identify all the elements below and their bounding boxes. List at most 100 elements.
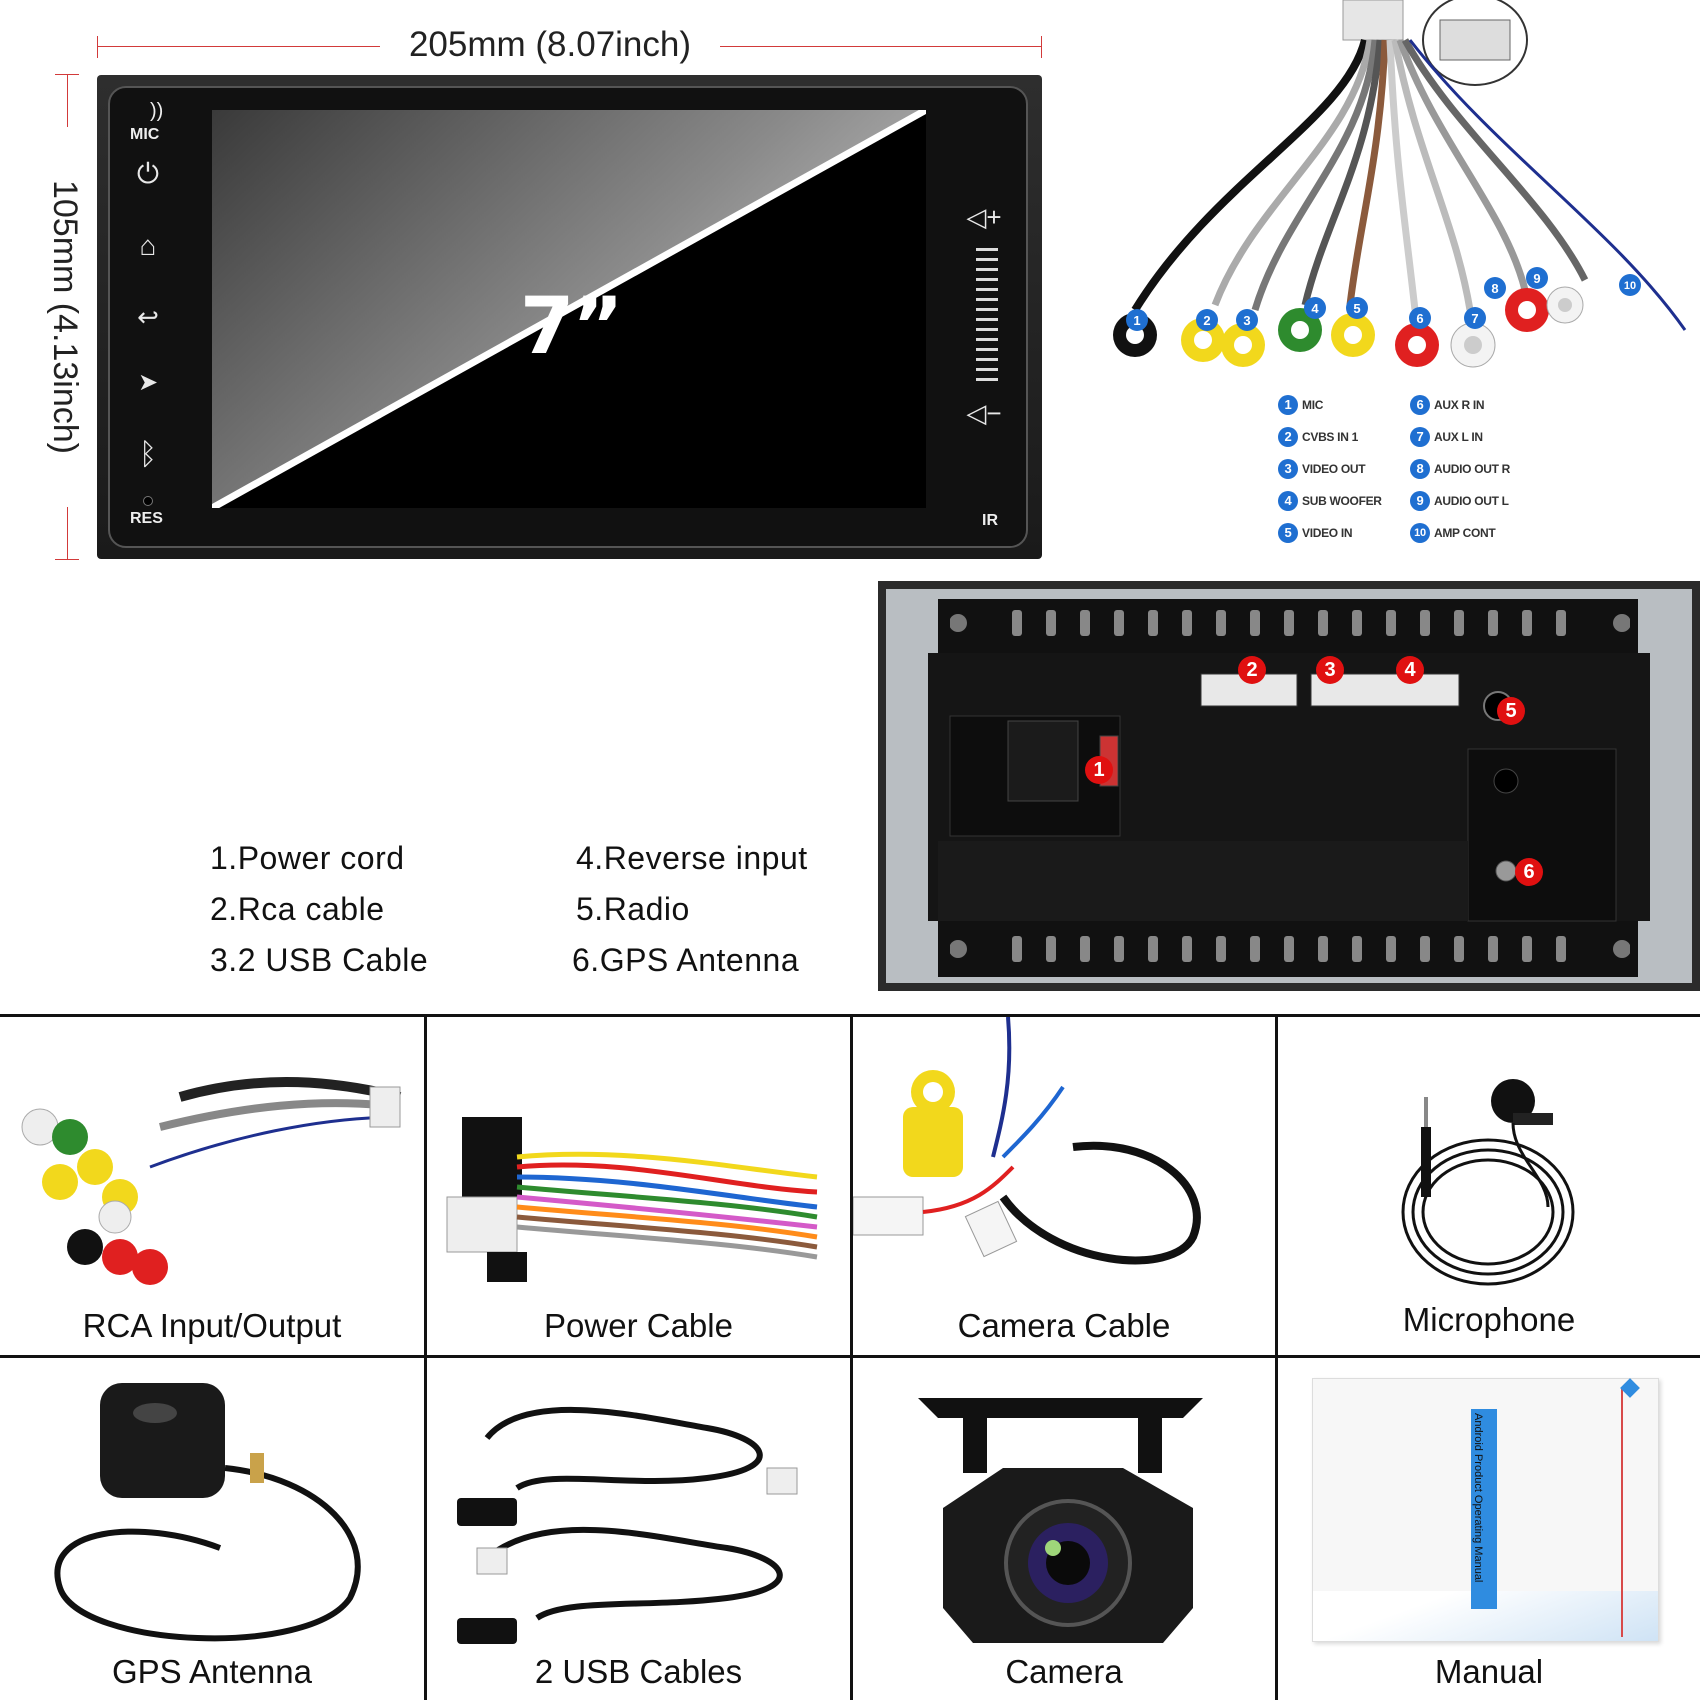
legend-item: 7 AUX L IN — [1410, 426, 1510, 448]
volume-bar — [976, 328, 998, 331]
ir-label: IR — [982, 512, 998, 529]
legend-number: 2 — [1278, 427, 1298, 447]
rca-harness-diagram: 1 2 3 4 5 6 7 8 9 10 — [1095, 0, 1700, 560]
legend-number: 5 — [1278, 523, 1298, 543]
volume-bar — [976, 268, 998, 271]
reverse-camera-image — [918, 1398, 1203, 1643]
accessory-manual: Android Product Operating Manual Manual — [1278, 1358, 1700, 1700]
volume-bar — [976, 298, 998, 301]
accessory-camera-cable: Camera Cable — [853, 1017, 1275, 1355]
port-item-rca-cable: 2.Rca cable — [210, 891, 385, 927]
svg-text:4: 4 — [1311, 301, 1319, 316]
res-label: RES — [130, 510, 163, 527]
legend-item: 2 CVBS IN 1 — [1278, 426, 1382, 448]
manual-title: Android Product Operating Manual — [1472, 1413, 1484, 1583]
svg-text:7: 7 — [1471, 311, 1478, 326]
port-badge-rca: 2 — [1238, 656, 1266, 684]
microphone-image — [1401, 1079, 1575, 1286]
port-badge-radio: 5 — [1497, 697, 1525, 725]
harness-legend-left: 1 MIC 2 CVBS IN 1 3 VIDEO OUT 4 SUB WOOF… — [1278, 394, 1382, 544]
camera-cable-image — [853, 1017, 1201, 1265]
accessory-label: Camera — [1005, 1653, 1123, 1690]
bottom-vent-slots — [949, 934, 1631, 964]
back-icon[interactable]: ↩ — [137, 302, 159, 332]
gps-antenna-image — [54, 1383, 361, 1642]
legend-item: 3 VIDEO OUT — [1278, 458, 1382, 480]
legend-item: 1 MIC — [1278, 394, 1382, 416]
volume-up-icon[interactable]: ◁+ — [966, 202, 1002, 232]
accessory-rca-input-output: RCA Input/Output — [0, 1017, 424, 1355]
legend-number: 4 — [1278, 491, 1298, 511]
volume-bar — [976, 378, 998, 381]
svg-text:9: 9 — [1533, 271, 1540, 286]
port-item-radio: 5.Radio — [576, 891, 690, 927]
grid-line — [1275, 1014, 1278, 1700]
legend-label: AUDIO OUT R — [1434, 462, 1511, 476]
legend-label: AUX L IN — [1434, 430, 1483, 444]
port-item-gps-antenna: 6.GPS Antenna — [572, 942, 800, 978]
volume-bar — [976, 258, 998, 261]
reset-hole[interactable] — [143, 496, 153, 506]
mic-label: MIC — [130, 126, 160, 143]
legend-label: SUB WOOFER — [1302, 494, 1382, 508]
svg-text:1: 1 — [1133, 313, 1140, 328]
port-badge-gps: 6 — [1515, 858, 1543, 886]
legend-label: MIC — [1302, 398, 1324, 412]
volume-bar — [976, 358, 998, 361]
volume-bar — [976, 308, 998, 311]
volume-down-icon[interactable]: ◁− — [966, 398, 1002, 428]
port-item-power-cord: 1.Power cord — [210, 840, 405, 876]
accessory-gps-antenna: GPS Antenna — [0, 1358, 424, 1700]
legend-number: 10 — [1410, 523, 1430, 543]
svg-text:5: 5 — [1353, 301, 1360, 316]
accessory-label: GPS Antenna — [112, 1653, 312, 1690]
volume-bar — [976, 318, 998, 321]
accessory-camera: Camera — [853, 1358, 1275, 1700]
port-badge-reverse: 4 — [1396, 656, 1424, 684]
bluetooth-icon[interactable]: ᛒ — [139, 438, 157, 471]
port-badge-power: 1 — [1085, 756, 1113, 784]
width-dimension-tick-right — [1041, 36, 1042, 58]
grid-line — [850, 1014, 853, 1700]
height-dimension-tick-bottom — [55, 559, 79, 560]
width-dimension-tick-left — [97, 36, 98, 58]
navigation-icon[interactable]: ➤ — [137, 369, 159, 396]
rca-cable-image — [21, 1077, 402, 1285]
manual-booklet: Android Product Operating Manual — [1312, 1378, 1659, 1642]
legend-number: 8 — [1410, 459, 1430, 479]
grid-line — [424, 1014, 427, 1700]
legend-item: 6 AUX R IN — [1410, 394, 1510, 416]
accessory-usb-cables: 2 USB Cables — [427, 1358, 850, 1700]
legend-label: CVBS IN 1 — [1302, 430, 1358, 444]
volume-bar — [976, 288, 998, 291]
volume-bar — [976, 338, 998, 341]
manual-logo-icon — [1620, 1378, 1640, 1398]
legend-number: 3 — [1278, 459, 1298, 479]
svg-text:3: 3 — [1243, 313, 1250, 328]
home-icon[interactable]: ⌂ — [139, 230, 157, 261]
port-badge-usb: 3 — [1316, 656, 1344, 684]
power-cable-image — [446, 1117, 818, 1282]
volume-bar — [976, 348, 998, 351]
harness-legend-right: 6 AUX R IN 7 AUX L IN 8 AUDIO OUT R 9 AU… — [1410, 394, 1510, 544]
usb-cables-image — [457, 1406, 798, 1644]
legend-number: 7 — [1410, 427, 1430, 447]
legend-item: 8 AUDIO OUT R — [1410, 458, 1510, 480]
volume-bar — [976, 368, 998, 371]
svg-text:8: 8 — [1491, 281, 1498, 296]
mic-wave-icon: )) — [150, 100, 164, 122]
legend-item: 9 AUDIO OUT L — [1410, 490, 1510, 512]
legend-item: 10 AMP CONT — [1410, 522, 1510, 544]
accessory-label: RCA Input/Output — [82, 1307, 342, 1344]
top-vent-slots — [949, 608, 1631, 638]
accessory-power-cable: Power Cable — [427, 1017, 850, 1355]
power-icon[interactable]: ⏻ — [136, 158, 160, 189]
mic-indicator: )) MIC — [130, 100, 170, 144]
legend-number: 1 — [1278, 395, 1298, 415]
head-unit-screen — [212, 110, 926, 508]
port-item-reverse-input: 4.Reverse input — [576, 840, 808, 876]
accessory-label: Manual — [1434, 1653, 1544, 1690]
accessory-label: Camera Cable — [957, 1307, 1171, 1344]
accessory-microphone: Microphone — [1278, 1017, 1700, 1355]
height-dimension-label: 105mm (4.13inch) — [45, 127, 85, 507]
